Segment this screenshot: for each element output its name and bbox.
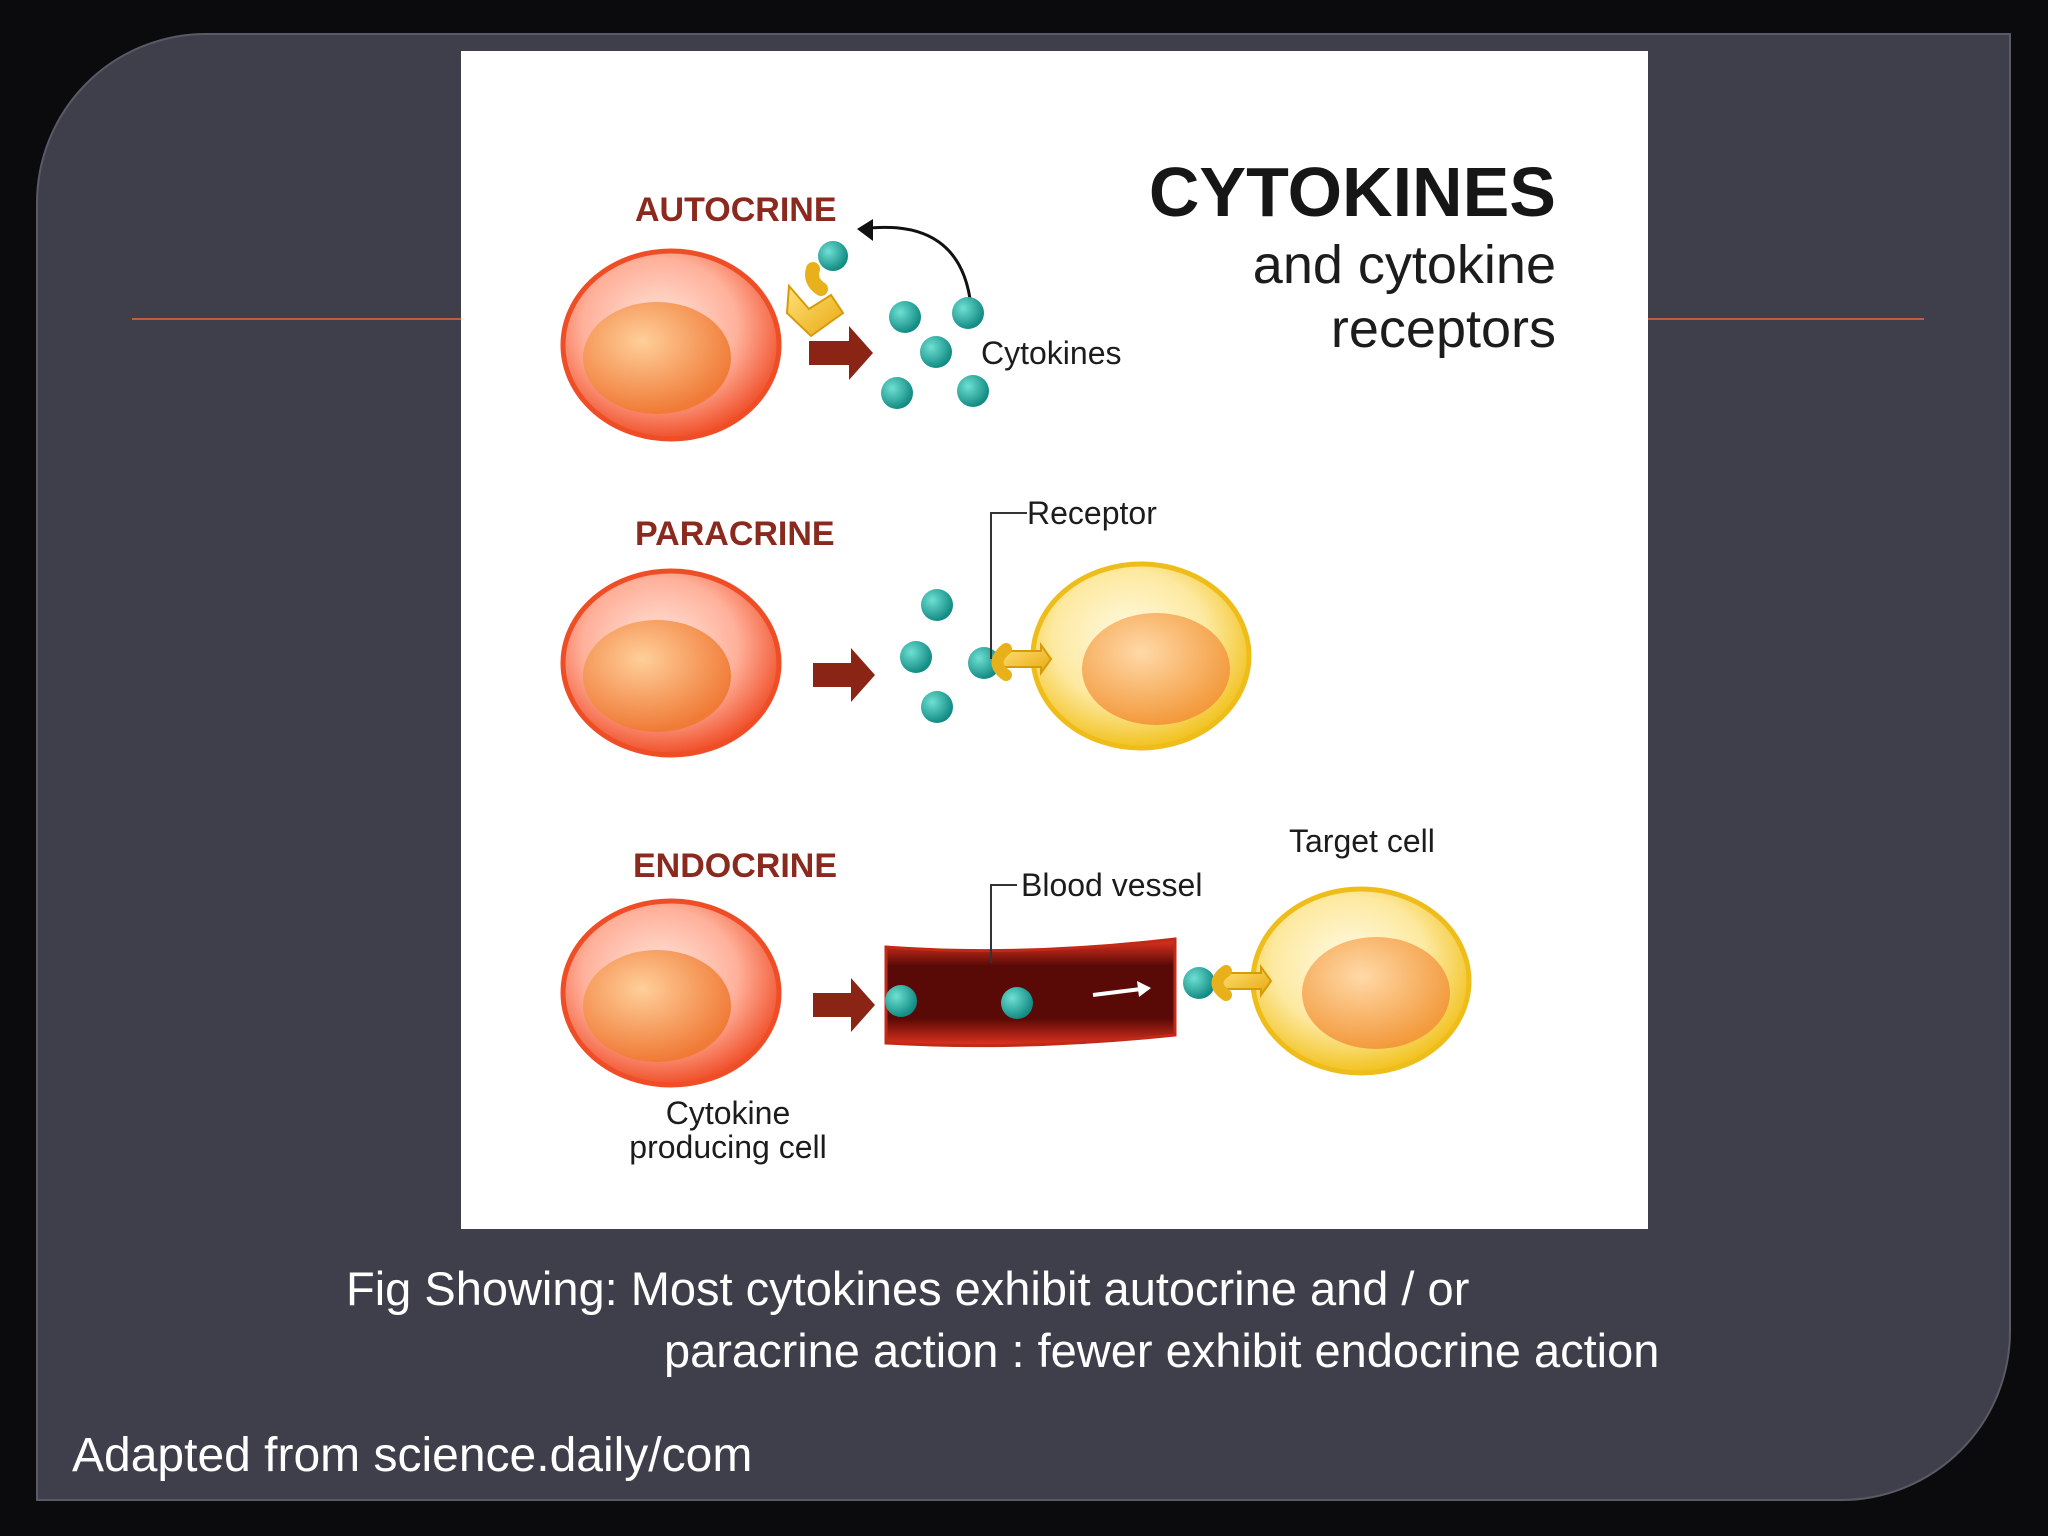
source-credit: Adapted from science.daily/com xyxy=(72,1429,753,1482)
autocrine-arrowhead xyxy=(857,219,873,241)
figure-subtitle-2: receptors xyxy=(1331,299,1556,359)
figure-title: CYTOKINES xyxy=(1149,153,1556,231)
cytokine-figure: CYTOKINES and cytokine receptors AUTOCRI… xyxy=(461,51,1648,1229)
endocrine-receptor-cup xyxy=(1211,965,1232,1001)
paracrine-receptor-cup xyxy=(991,643,1012,681)
receptor-pointer-line xyxy=(990,512,1027,659)
paracrine-receptor xyxy=(1000,641,1053,677)
label-endocrine: ENDOCRINE xyxy=(633,847,837,885)
autocrine-secretion-arrow xyxy=(809,326,873,380)
paracrine-cytokines xyxy=(900,589,1000,723)
figure-caption: Fig Showing: Most cytokines exhibit auto… xyxy=(346,1258,1659,1382)
label-producing-cell-2: producing cell xyxy=(629,1129,826,1165)
label-producing-cell-1: Cytokine xyxy=(666,1095,791,1131)
figure-subtitle-1: and cytokine xyxy=(1253,235,1556,295)
title-rule-left xyxy=(132,318,462,320)
label-target-cell: Target cell xyxy=(1289,823,1435,859)
label-cytokines: Cytokines xyxy=(981,335,1122,371)
caption-line-1: Fig Showing: Most cytokines exhibit auto… xyxy=(346,1262,1470,1315)
cytokine-diagram: CYTOKINES and cytokine receptors AUTOCRI… xyxy=(560,153,1556,1165)
autocrine-cytokines xyxy=(881,297,989,409)
blood-vessel xyxy=(884,937,1177,1048)
paracrine-producer-cell xyxy=(560,568,782,758)
endocrine-cytokines xyxy=(885,967,1215,1019)
paracrine-target-cell xyxy=(1030,561,1252,751)
vessel-flow-arrow xyxy=(1092,981,1151,997)
paracrine-secretion-arrow xyxy=(813,648,875,702)
endocrine-secretion-arrow xyxy=(813,978,875,1032)
autocrine-producer-cell xyxy=(560,248,782,442)
blood-vessel-pointer-line xyxy=(990,884,1017,963)
label-receptor: Receptor xyxy=(1027,495,1157,531)
label-autocrine: AUTOCRINE xyxy=(635,191,837,229)
endocrine-target-cell xyxy=(1250,886,1472,1076)
autocrine-receptor xyxy=(785,241,848,338)
label-blood-vessel: Blood vessel xyxy=(1021,867,1202,903)
title-rule-right xyxy=(1646,318,1924,320)
autocrine-return-arrow xyxy=(860,225,973,307)
label-paracrine: PARACRINE xyxy=(635,515,835,553)
caption-line-2: paracrine action : fewer exhibit endocri… xyxy=(664,1324,1660,1377)
endocrine-producer-cell xyxy=(560,898,782,1088)
